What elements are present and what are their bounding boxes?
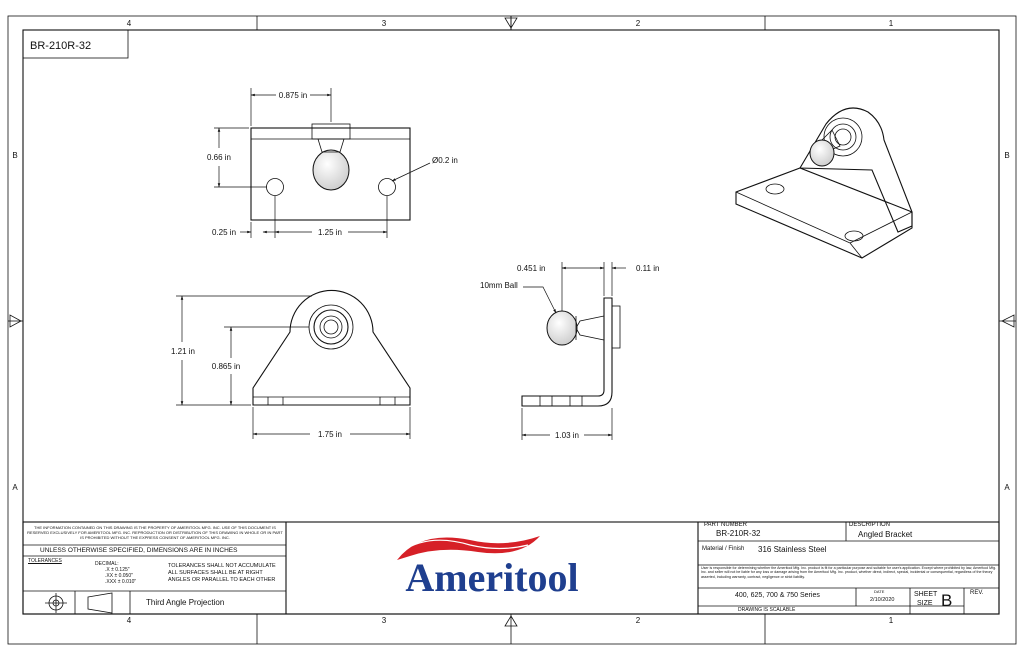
dim-front-width: 0.875 in [279, 91, 307, 100]
isometric-view [735, 107, 913, 259]
center-mark-bottom [504, 615, 518, 627]
tolerance-note-3: ANGLES OR PARALLEL TO EACH OTHER [168, 577, 276, 583]
zone-col-top-3: 3 [382, 19, 387, 28]
rev-label: REV. [970, 590, 984, 596]
dim-side-depth: 1.03 in [555, 431, 579, 440]
zone-col-bottom-1: 1 [889, 616, 894, 625]
zone-col-top-4: 4 [127, 19, 132, 28]
dim-side-offset: 0.451 in [517, 264, 545, 273]
drawing-id-box: BR-210R-32 [22, 29, 129, 59]
series-label: 400, 625, 700 & 750 Series [735, 592, 820, 599]
ball-label: 10mm Ball [480, 281, 518, 290]
material-label: Material / Finish [702, 546, 745, 552]
drawing-id: BR-210R-32 [30, 40, 91, 52]
zone-row-right-a: A [1004, 483, 1010, 492]
material-value: 316 Stainless Steel [758, 545, 827, 554]
ameritool-logo: Ameritool [397, 536, 579, 600]
part-number-value: BR-210R-32 [716, 529, 761, 538]
sheet-label: SHEET [914, 591, 938, 598]
zone-col-top-2: 2 [636, 19, 641, 28]
zone-col-bottom-4: 4 [127, 616, 132, 625]
third-angle-projection-icon [45, 592, 113, 614]
zone-row-left-b: B [12, 151, 17, 160]
dim-top-width: 1.75 in [318, 430, 342, 439]
zone-col-top-1: 1 [889, 19, 894, 28]
dim-front-height: 0.66 in [207, 153, 231, 162]
ameritool-logo-text: Ameritool [405, 555, 578, 600]
zone-col-bottom-3: 3 [382, 616, 387, 625]
tolerance-note-1: TOLERANCES SHALL NOT ACCUMULATE [168, 563, 276, 569]
size-label: SIZE [917, 600, 933, 607]
size-value: B [941, 591, 953, 610]
projection-label: Third Angle Projection [146, 598, 225, 607]
title-notice: THE INFORMATION CONTAINED ON THIS DRAWIN… [27, 525, 283, 540]
center-mark-right [1001, 314, 1015, 328]
description-value: Angled Bracket [858, 530, 913, 539]
part-number-label: PART NUMBER [704, 522, 748, 528]
title-block [22, 521, 1000, 615]
dim-side-thickness: 0.11 in [636, 264, 659, 273]
dim-hole-diameter: Ø0.2 in [432, 156, 458, 165]
units-note: UNLESS OTHERWISE SPECIFIED, DIMENSIONS A… [40, 547, 238, 554]
top-view: 1.21 in 0.865 in 1.75 in [171, 290, 411, 439]
tolerances-label: TOLERANCES [28, 558, 62, 564]
liability-note: User is responsible for determining whet… [701, 566, 997, 579]
description-label: DESCRIPTION [849, 522, 891, 528]
side-view: 10mm Ball 0.451 in 0.11 in 1.03 in [480, 262, 659, 440]
zone-col-bottom-2: 2 [636, 616, 641, 625]
date-label: DATE [874, 589, 885, 594]
tolerance-xxx: .XXX ± 0.010" [105, 579, 137, 585]
tolerance-x: .X ± 0.125" [105, 567, 130, 573]
dim-top-height: 1.21 in [171, 347, 195, 356]
zone-row-right-b: B [1004, 151, 1009, 160]
date-value: 2/10/2020 [870, 597, 895, 603]
drawing-scalable-note: DRAWING IS SCALABLE [738, 607, 796, 613]
center-mark-left [9, 314, 22, 328]
dim-front-edge: 0.25 in [212, 228, 236, 237]
decimal-label: DECIMAL: [95, 561, 119, 567]
tolerance-xx: .XX ± 0.050" [105, 573, 133, 579]
dim-top-center: 0.865 in [212, 362, 240, 371]
zone-row-left-a: A [12, 483, 18, 492]
tolerance-note-2: ALL SURFACES SHALL BE AT RIGHT [168, 570, 263, 576]
zone-labels: 4 3 2 1 4 3 2 1 B A B A [12, 19, 1010, 625]
front-view: 0.875 in 0.66 in Ø0.2 in 0.25 in 1.25 in [207, 88, 458, 238]
dim-front-span: 1.25 in [318, 228, 342, 237]
